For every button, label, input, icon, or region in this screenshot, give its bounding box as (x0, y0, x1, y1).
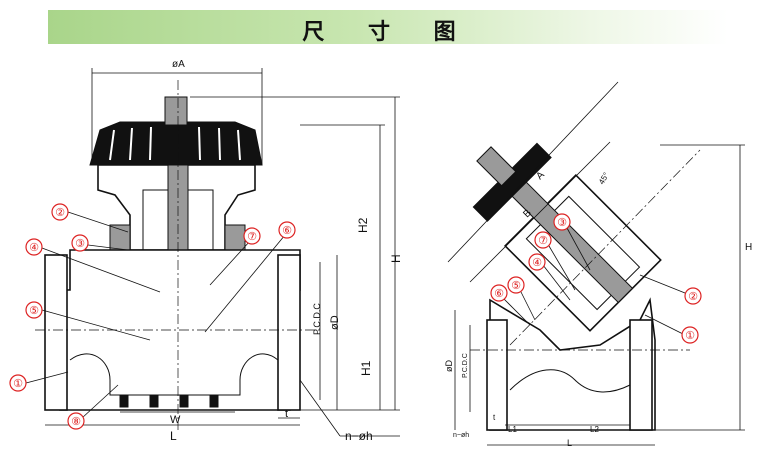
angle-callout-1: ① (685, 329, 695, 342)
y-left-flange (486, 319, 508, 431)
angle-callout-5: ⑤ (511, 279, 521, 292)
callout-5: ⑤ (29, 304, 39, 317)
angle-dim-H: H (745, 242, 752, 253)
callout-4: ④ (29, 241, 39, 254)
angle-callout-3: ③ (557, 216, 567, 229)
dim-H1: H1 (359, 360, 373, 376)
callout-1: ① (13, 377, 23, 390)
angle-callout-4: ④ (532, 256, 542, 269)
angle-dim-pcd: P.C.D.C (462, 353, 469, 378)
title-banner: 尺 寸 图 (48, 10, 728, 45)
front-callouts: ① ② ③ ④ ⑤ ⑥ ⑦ ⑧ (9, 203, 296, 430)
right-flange (277, 254, 301, 411)
page-title: 尺 寸 图 (302, 20, 474, 45)
angle-callout-2: ② (688, 290, 698, 303)
stem-top (164, 96, 188, 126)
callout-3: ③ (75, 237, 85, 250)
dim-pcd: P.C.D.C (312, 303, 322, 335)
angle-dim-t: t (493, 413, 496, 422)
dim-phiA: øA (172, 59, 185, 70)
y-bore (509, 369, 631, 393)
dim-holes: n−øh (345, 429, 373, 443)
callout-6: ⑥ (282, 224, 292, 237)
angle-inclined-centerline (509, 149, 701, 346)
angle-dim-phiD: øD (444, 360, 454, 372)
angle-callout-6: ⑥ (494, 287, 504, 300)
dim-phiD: øD (329, 315, 341, 330)
callout-2: ② (55, 206, 65, 219)
angle-dim-A: A (534, 169, 547, 182)
angle-view: A B H øD P.C.D.C L L1 L2 t n−øh 45° ① ② … (444, 81, 752, 448)
angle-dim-L1: L1 (508, 425, 517, 434)
dimension-lines (45, 68, 400, 437)
angle-callouts: ① ② ③ ④ ⑤ ⑥ ⑦ (490, 213, 702, 344)
dim-H2: H2 (356, 217, 370, 233)
callout-7: ⑦ (247, 230, 257, 243)
angle-dim-45: 45° (597, 171, 611, 186)
dim-t: t (285, 408, 288, 420)
dim-W: W (170, 414, 181, 426)
angle-dim-holes: n−øh (453, 432, 469, 439)
left-flange (44, 254, 68, 411)
y-valve-body (489, 297, 656, 431)
dim-L: L (170, 429, 177, 443)
handwheel (89, 121, 263, 166)
angle-dim-L: L (567, 438, 572, 448)
valve-bore (69, 353, 279, 396)
angle-dim-L2: L2 (590, 425, 599, 434)
angle-callout-7: ⑦ (538, 234, 548, 247)
dim-H: H (389, 254, 403, 263)
callout-8: ⑧ (71, 415, 81, 428)
angle-dimension-lines (447, 81, 745, 446)
front-view: øA H2 H H1 P.C.D.C øD W L t n−øh ① ② ③ ④… (9, 59, 403, 443)
y-right-flange (629, 319, 653, 431)
